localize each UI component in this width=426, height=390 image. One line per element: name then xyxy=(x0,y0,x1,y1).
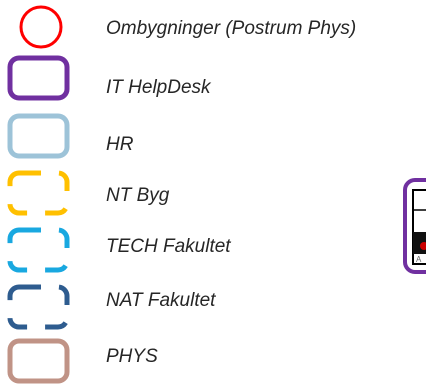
svg-text:A: A xyxy=(416,255,422,264)
legend-label-phys: PHYS xyxy=(106,346,158,367)
legend-swatch-nat-fakultet xyxy=(7,284,70,330)
legend-swatch-phys xyxy=(7,338,70,384)
legend-label-tech-fakultet: TECH Fakultet xyxy=(106,236,231,257)
legend-swatch-tech-fakultet xyxy=(7,227,70,273)
legend-swatch-circle-red xyxy=(19,5,63,49)
legend-label-hr: HR xyxy=(106,134,134,155)
legend-label-ombygninger: Ombygninger (Postrum Phys) xyxy=(106,18,357,39)
legend-label-nt-byg: NT Byg xyxy=(106,185,170,206)
legend-label-nat-fakultet: NAT Fakultet xyxy=(106,290,216,311)
legend-label-it-helpdesk: IT HelpDesk xyxy=(106,77,211,98)
legend-swatch-nt-byg xyxy=(7,170,70,216)
floorplan-room-icon: A xyxy=(403,178,426,274)
legend-swatch-it-helpdesk xyxy=(7,55,70,101)
legend-swatch-hr xyxy=(7,113,70,159)
